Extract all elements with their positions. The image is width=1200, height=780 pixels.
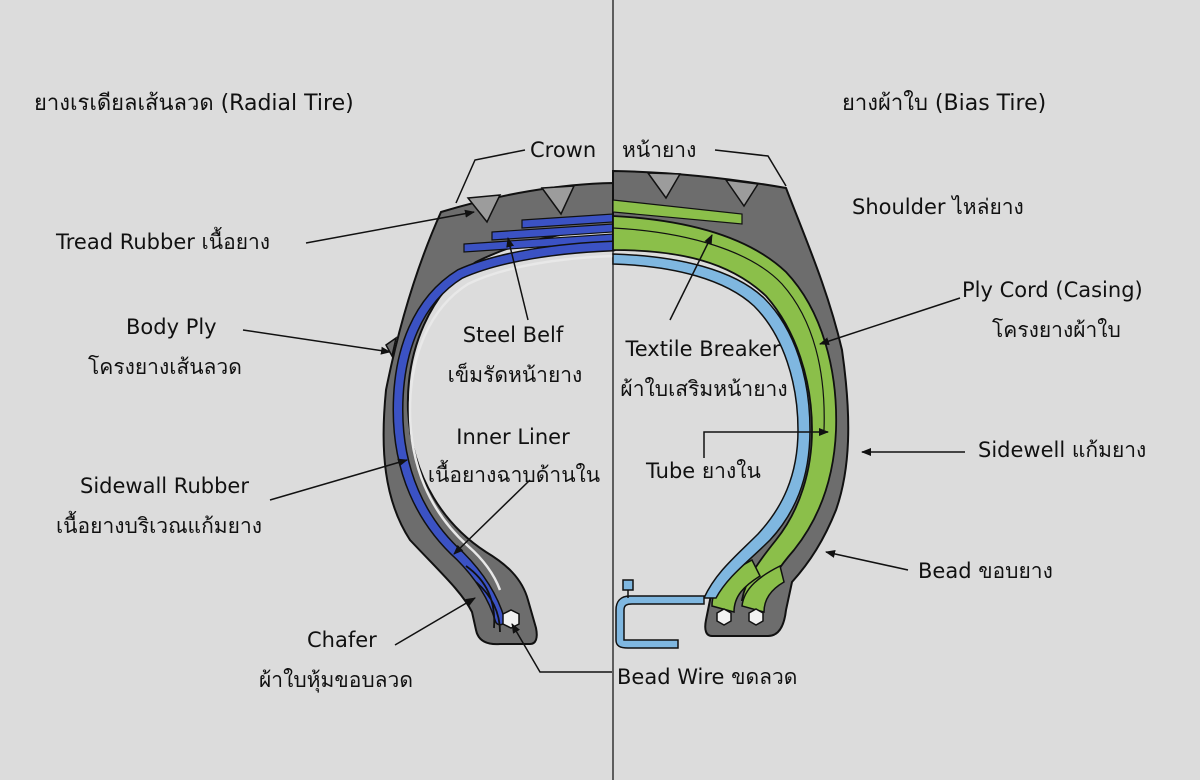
- bias-tire-half: [612, 169, 850, 649]
- bias-tread-groove: [646, 172, 682, 200]
- bias-tread-groove: [724, 179, 760, 208]
- label-body-ply-th: โครงยางเส้นลวด: [88, 355, 242, 379]
- leader-chafer: [394, 597, 476, 646]
- leader-crown-th: [714, 149, 787, 187]
- radial-chafer: [465, 565, 501, 633]
- leader-steel-belt: [506, 237, 529, 321]
- label-chafer-th: ผ้าใบหุ้มขอบลวด: [259, 668, 413, 692]
- leader-tread-rubber: [305, 209, 475, 244]
- label-inner-liner-th: เนื้อยางฉาบด้านใน: [427, 463, 601, 487]
- leader-body-ply: [242, 329, 391, 355]
- label-steel-belt: Steel Belf: [462, 323, 564, 347]
- label-ply-cord-th: โครงยางผ้าใบ: [992, 318, 1121, 342]
- inner-tube: [612, 253, 811, 599]
- label-sidewall-rubber: Sidewall Rubber: [80, 474, 249, 498]
- leader-inner-liner: [453, 479, 531, 555]
- leader-crown: [455, 149, 526, 204]
- radial-tread-groove: [466, 194, 502, 224]
- radial-tire-half: [382, 181, 619, 646]
- label-crown-th: หน้ายาง: [622, 138, 697, 162]
- label-bead: Bead ขอบยาง: [918, 559, 1053, 583]
- radial-body-ply-fill: [393, 242, 617, 624]
- leader-lines: [242, 149, 965, 673]
- label-tread-rubber: Tread Rubber เนื้อยาง: [56, 230, 271, 254]
- label-crown: Crown: [530, 138, 597, 162]
- leader-tube: [703, 428, 829, 458]
- label-shoulder: Shoulder ไหล่ยาง: [852, 195, 1024, 219]
- label-textile-breaker: Textile Breaker: [625, 337, 781, 361]
- title-bias-tire: ยางผ้าใบ (Bias Tire): [842, 91, 1047, 116]
- label-sidewall-rubber-th: เนื้อยางบริเวณแก้มยาง: [56, 514, 263, 538]
- label-chafer: Chafer: [307, 628, 377, 652]
- leader-bead-wire: [511, 623, 612, 673]
- label-bead-wire: Bead Wire ขดลวด: [617, 665, 798, 689]
- leader-ply-cord: [819, 297, 961, 345]
- label-steel-belt-th: เข็มรัดหน้ายาง: [447, 363, 583, 387]
- bias-bead-bundle: [741, 564, 785, 613]
- tube-valve-stem: [615, 595, 705, 649]
- label-inner-liner: Inner Liner: [456, 425, 570, 449]
- label-sidewall: Sidewell แก้มยาง: [978, 438, 1147, 462]
- label-body-ply: Body Ply: [126, 315, 217, 339]
- leader-sidewall-rubber: [269, 458, 408, 501]
- bias-bead-wire: [716, 608, 732, 626]
- tube-valve-cap: [622, 579, 634, 591]
- label-tube: Tube ยางใน: [646, 459, 761, 483]
- radial-tread-groove: [540, 185, 576, 216]
- label-ply-cord: Ply Cord (Casing): [962, 278, 1143, 302]
- bias-ply-layer-line: [612, 227, 825, 431]
- leader-textile-breaker: [669, 234, 713, 321]
- radial-bead-wire: [502, 609, 520, 629]
- bias-bead-wire: [748, 608, 764, 626]
- label-textile-breaker-th: ผ้าใบเสริมหน้ายาง: [620, 377, 788, 401]
- leader-bead: [825, 550, 909, 571]
- title-radial-tire: ยางเรเดียลเส้นลวด (Radial Tire): [34, 91, 354, 116]
- textile-breaker: [612, 199, 743, 225]
